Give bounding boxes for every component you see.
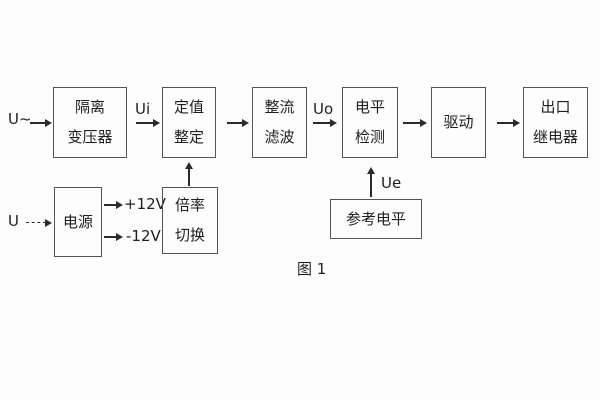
signal-label-uo: Uo [313,100,334,118]
block-label: 出口 [540,98,571,116]
signal-label-minus-12v: -12V [126,227,161,245]
block-label: 切换 [174,226,205,244]
block-label: 电平 [354,98,385,116]
signal-label-dc-input: U [8,212,19,230]
block-label: 滤波 [264,128,295,146]
block-isolation-transformer: 隔离 变压器 [53,87,127,158]
block-reference-level: 参考电平 [330,199,422,239]
block-level-detection: 电平 检测 [342,87,398,158]
signal-label-ac-input: U~ [8,110,32,128]
signal-label-plus-12v: +12V [124,195,166,213]
block-label: 变压器 [67,128,113,146]
block-ratio-switch: 倍率 切换 [162,187,218,254]
block-label: 倍率 [174,196,205,214]
block-label: 整流 [264,98,295,116]
block-label: 定值 [173,98,204,116]
block-label: 电源 [62,212,93,231]
block-label: 继电器 [532,128,578,146]
block-label: 整定 [173,128,204,146]
block-driver: 驱动 [431,87,486,158]
figure-caption: 图 1 [297,260,327,278]
signal-label-ui: Ui [135,100,151,118]
block-rectifier-filter: 整流 滤波 [252,87,307,158]
block-label: 驱动 [443,113,474,131]
signal-label-ue: Ue [381,174,402,192]
block-value-setting: 定值 整定 [162,87,216,158]
block-label: 参考电平 [345,209,406,228]
block-label: 检测 [354,128,385,146]
block-label: 隔离 [74,98,105,116]
block-output-relay: 出口 继电器 [523,87,588,158]
block-power-supply: 电源 [54,187,102,257]
